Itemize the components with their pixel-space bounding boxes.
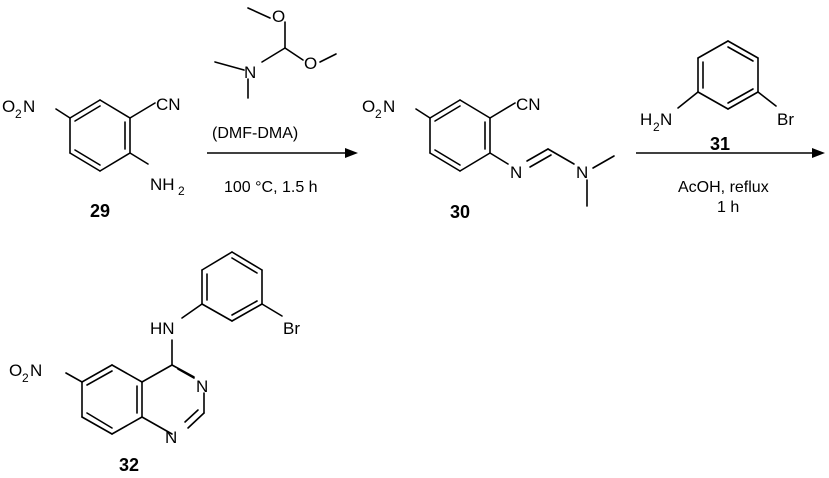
- nitro-o-label-30: O: [362, 97, 375, 116]
- amine-n-label-30: N: [576, 163, 588, 182]
- cyano-label-30: CN: [516, 95, 541, 114]
- amine-h-label-31: H: [640, 110, 652, 129]
- quinazoline-n3-label: N: [196, 377, 208, 396]
- compound-29: CN NH 2 O 2 N 29: [2, 95, 185, 221]
- compound-30: CN N N O 2 N 30: [362, 95, 615, 222]
- compound-number-31: 31: [710, 134, 730, 154]
- anilino-hn-label-32: HN: [150, 319, 175, 338]
- reaction-arrow-2: AcOH, reflux 1 h: [636, 148, 825, 216]
- amine-subscript-29: 2: [178, 184, 185, 198]
- cyano-label-29: CN: [156, 95, 181, 114]
- nitro-subscript-32: 2: [22, 371, 29, 385]
- bromo-label-31: Br: [777, 110, 794, 129]
- methoxy-o-label-2: O: [304, 54, 317, 73]
- compound-31: H 2 N Br 31: [640, 40, 794, 154]
- nitro-n-label-30: N: [383, 97, 395, 116]
- nitro-o-label-29: O: [2, 97, 15, 116]
- amine-n-label-31: N: [660, 110, 672, 129]
- amine-subscript-31: 2: [653, 120, 660, 134]
- nitro-o-label-32: O: [9, 361, 22, 380]
- step2-conditions-line2: 1 h: [717, 199, 739, 216]
- nitro-subscript-29: 2: [15, 107, 22, 121]
- compound-number-29: 29: [90, 201, 110, 221]
- reaction-arrow-1: 100 °C, 1.5 h: [207, 148, 358, 196]
- nitro-n-label-32: N: [30, 361, 42, 380]
- quinazoline-n1-label: N: [165, 428, 177, 447]
- nitro-subscript-30: 2: [375, 107, 382, 121]
- step1-conditions: 100 °C, 1.5 h: [224, 179, 318, 196]
- methoxy-o-label-1: O: [272, 7, 285, 26]
- dmf-dma-name: (DMF-DMA): [212, 125, 298, 142]
- compound-number-30: 30: [450, 202, 470, 222]
- amine-label-29: NH: [150, 175, 175, 194]
- dimethylamino-n-label: N: [244, 63, 256, 82]
- nitro-n-label-29: N: [23, 97, 35, 116]
- compound-32: Br HN N N O 2 N 32: [9, 251, 300, 475]
- imine-n-label-30: N: [510, 163, 522, 182]
- compound-number-32: 32: [119, 455, 139, 475]
- dmf-dma-reagent: O O N (DMF-DMA): [212, 7, 337, 142]
- step2-conditions-line1: AcOH, reflux: [678, 179, 769, 196]
- bromo-label-32: Br: [283, 319, 300, 338]
